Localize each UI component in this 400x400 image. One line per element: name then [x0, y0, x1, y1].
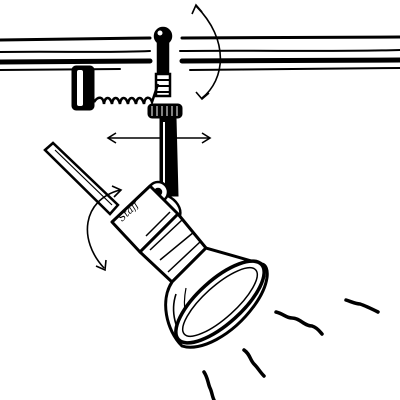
- adapter-knob: [153, 26, 173, 98]
- power-plug: [71, 65, 95, 111]
- coiled-cable: [92, 83, 160, 106]
- slide-arrow-icon: [106, 132, 212, 144]
- lens-rim: [174, 259, 266, 345]
- tilt-handle: [43, 141, 120, 216]
- lamp-housing: [110, 184, 208, 284]
- rotate-arrow-icon: [191, 3, 222, 101]
- support-stem: [159, 117, 179, 197]
- tilt-arrow-icon: [86, 185, 123, 272]
- lens-inner: [182, 267, 258, 337]
- track-rail-icon: [0, 35, 400, 71]
- light-ray-icon: [202, 298, 380, 400]
